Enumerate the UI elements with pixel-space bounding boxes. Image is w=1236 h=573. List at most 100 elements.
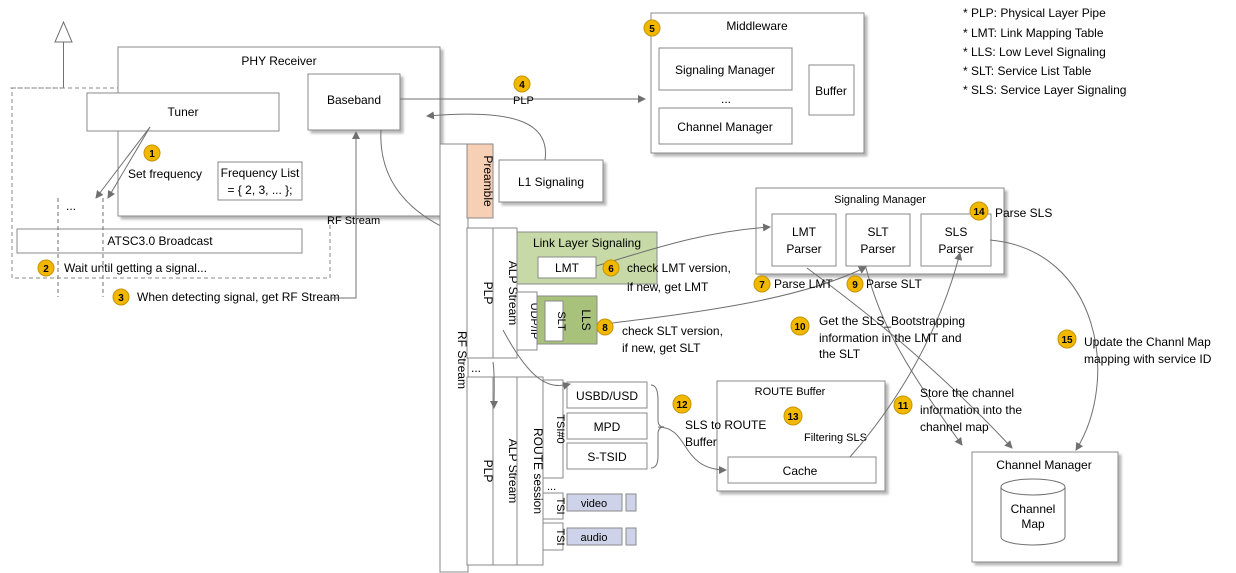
- cache-box: [727, 456, 877, 484]
- svg-text:11: 11: [898, 401, 909, 412]
- slt-box: [544, 300, 564, 342]
- frequency-list-label: Frequency List: [221, 166, 300, 180]
- mw-signaling-manager-label: Signaling Manager: [675, 63, 775, 77]
- step-badge-7: 7: [753, 275, 771, 293]
- preamble-box: [466, 143, 494, 219]
- audio-tail: [625, 527, 637, 546]
- step-badge-5: 5: [643, 19, 661, 37]
- lmt-label: LMT: [555, 261, 580, 275]
- tuner-ellipsis: ...: [66, 199, 76, 213]
- link-layer-signaling-label: Link Layer Signaling: [533, 236, 641, 250]
- sls-brace: [650, 384, 665, 469]
- sls-parser-box: [920, 213, 992, 267]
- video-box: [566, 493, 623, 512]
- legend-item: * LMT: Link Mapping Table: [963, 26, 1104, 40]
- note-6b: if new, get LMT: [627, 280, 709, 294]
- plp2-box: [466, 376, 494, 566]
- rf-stream-column-label: RF Stream: [455, 331, 469, 389]
- step-badge-2: 2: [37, 259, 55, 277]
- note-14: Parse SLS: [995, 206, 1052, 220]
- svg-text:15: 15: [1061, 335, 1073, 346]
- svg-text:2: 2: [43, 264, 49, 275]
- l1-signaling-box: [498, 159, 604, 203]
- stsid-box: [566, 442, 648, 470]
- step-badge-8: 8: [596, 318, 614, 336]
- rf-stream-column: [439, 143, 469, 573]
- note-10: Get the SLS_Bootstrapping: [819, 314, 965, 328]
- note-8b: if new, get SLT: [622, 341, 701, 355]
- slt-parser-box: [845, 213, 911, 267]
- note-11b: information into the: [920, 403, 1022, 417]
- lmt-parser-label-2: Parser: [786, 242, 821, 256]
- legend-item: * PLP: Physical Layer Pipe: [963, 6, 1106, 20]
- svg-text:6: 6: [608, 264, 614, 275]
- mw-signaling-manager-box: [658, 47, 793, 91]
- svg-text:5: 5: [649, 24, 655, 35]
- legend-item: * SLT: Service List Table: [963, 64, 1092, 78]
- tsi-dots: ...: [547, 481, 556, 493]
- slt-parser-label: SLT: [867, 225, 889, 239]
- step-badge-13: 13: [783, 406, 803, 426]
- detect-signal-label: When detecting signal, get RF Stream: [137, 290, 340, 304]
- set-frequency-label: Set frequency: [128, 167, 202, 181]
- channel-map-label: Channel: [1011, 502, 1056, 516]
- video-tail: [625, 493, 637, 512]
- mpd-box: [566, 412, 648, 440]
- audio-label: audio: [581, 532, 608, 544]
- cache-label: Cache: [783, 464, 818, 478]
- step-badge-10: 10: [790, 316, 810, 336]
- baseband-label: Baseband: [327, 93, 381, 107]
- svg-text:14: 14: [973, 207, 985, 218]
- svg-text:7: 7: [759, 280, 765, 291]
- baseband-box: [307, 73, 401, 131]
- usbd-label: USBD/USD: [576, 389, 638, 403]
- note-12b: Buffer: [685, 435, 717, 449]
- tuner-box: [86, 92, 280, 132]
- phy-receiver-title: PHY Receiver: [241, 54, 316, 68]
- note-11c: channel map: [920, 420, 989, 434]
- plp-arrow-label: PLP: [513, 95, 534, 107]
- signaling-manager-title: Signaling Manager: [834, 194, 926, 206]
- filtering-sls-label: Filtering SLS: [804, 432, 867, 444]
- step-badge-1: 1: [143, 144, 161, 162]
- note-10c: the SLT: [819, 347, 861, 361]
- svg-text:8: 8: [602, 323, 608, 334]
- note-8: check SLT version,: [622, 324, 723, 338]
- legend: * PLP: Physical Layer Pipe * LMT: Link M…: [963, 6, 1126, 97]
- svg-text:9: 9: [852, 280, 858, 291]
- note-11: Store the channel: [920, 386, 1014, 400]
- svg-text:4: 4: [519, 80, 525, 91]
- usbd-box: [566, 381, 648, 409]
- lmt-box: [537, 256, 597, 279]
- preamble-label: Preamble: [481, 155, 495, 207]
- legend-item: * LLS: Low Level Signaling: [963, 45, 1106, 59]
- note-6: check LMT version,: [627, 261, 731, 275]
- lls-label: LLS: [579, 309, 593, 330]
- lmt-parser-box: [771, 213, 837, 267]
- svg-text:12: 12: [676, 400, 688, 411]
- route-session-box: [516, 376, 544, 566]
- stsid-label: S-TSID: [587, 450, 627, 464]
- note-7: Parse LMT: [774, 277, 833, 291]
- svg-text:3: 3: [118, 293, 124, 304]
- atsc-broadcast-label: ATSC3.0 Broadcast: [107, 234, 213, 248]
- slt-label: SLT: [555, 311, 567, 331]
- note-10b: information in the LMT and: [819, 331, 962, 345]
- note-12: SLS to ROUTE: [685, 418, 766, 432]
- channel-map-label-2: Map: [1021, 517, 1045, 531]
- wait-signal-label: Wait until getting a signal...: [64, 261, 207, 275]
- lmt-parser-label: LMT: [792, 225, 817, 239]
- tsi1-label: TSI: [554, 497, 566, 514]
- mw-channel-manager-label: Channel Manager: [677, 120, 772, 134]
- step-badge-11: 11: [893, 395, 913, 415]
- alp-stream1-box: [492, 227, 518, 359]
- atsc-broadcast-box: [16, 228, 303, 254]
- sls-parser-label-2: Parser: [938, 242, 973, 256]
- mpd-label: MPD: [594, 420, 621, 434]
- plp1-label: PLP: [481, 282, 495, 305]
- channel-manager-title: Channel Manager: [996, 458, 1091, 472]
- audio-box: [566, 527, 623, 546]
- mw-buffer-box: [808, 64, 855, 116]
- svg-text:10: 10: [794, 322, 806, 333]
